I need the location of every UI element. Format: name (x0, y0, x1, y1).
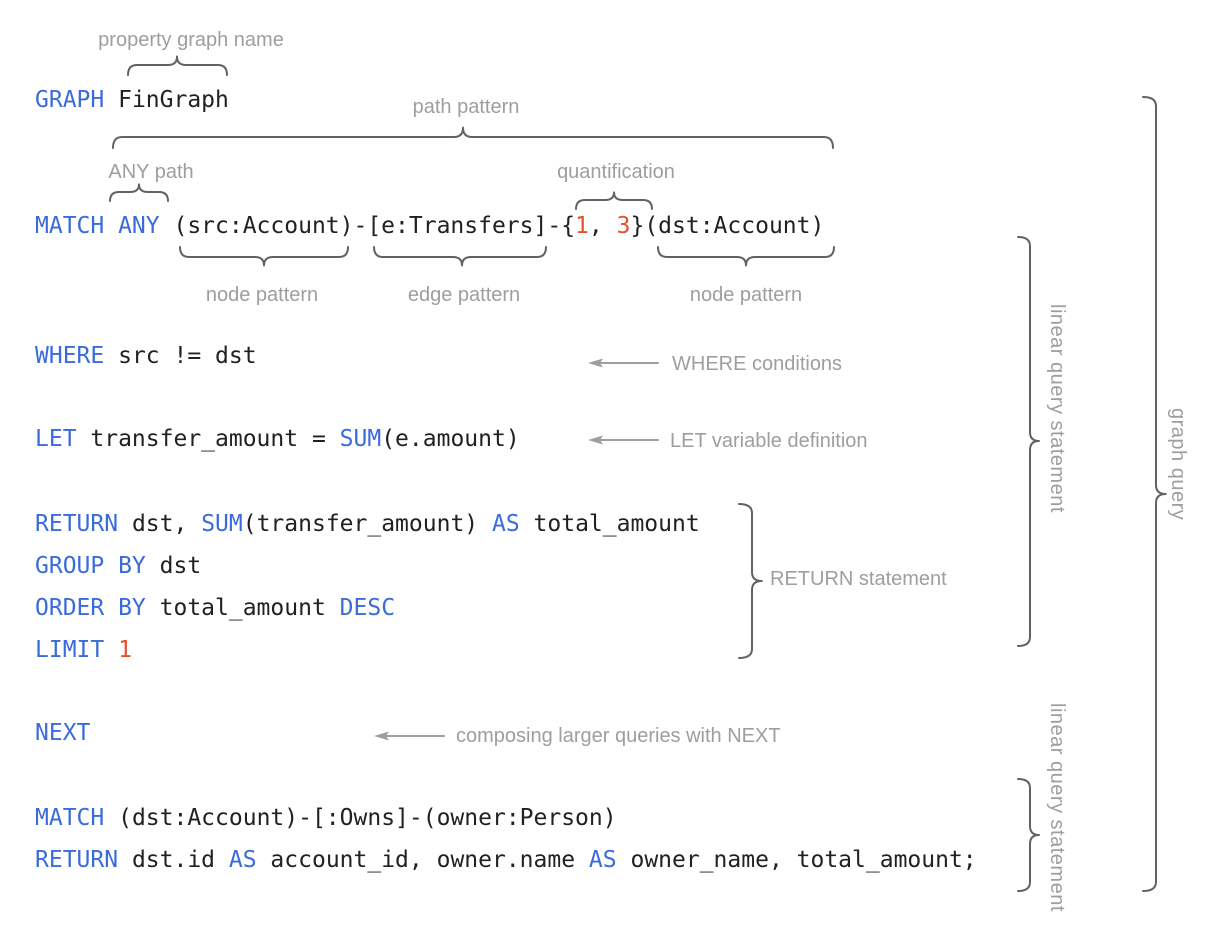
code-token: GROUP BY (35, 553, 146, 579)
label-any-path: ANY path (108, 161, 194, 183)
code-line-match-1: MATCH ANY (src:Account)-[e:Transfers]-{1… (35, 213, 824, 240)
code-token: AS (491, 511, 520, 537)
brace-linear-query-statement-2 (1017, 778, 1040, 892)
code-token: FinGraph (104, 87, 229, 113)
code-token: MATCH (35, 805, 105, 831)
code-token: RETURN (35, 511, 119, 537)
brace-graph-query (1142, 96, 1167, 892)
code-line-where: WHERE src != dst (35, 343, 257, 370)
label-property-graph-name: property graph name (98, 29, 284, 51)
next-compose-arrow-icon (374, 731, 389, 741)
code-line-match-2: MATCH (dst:Account)-[:Owns]-(owner:Perso… (35, 805, 617, 832)
code-token: SUM (339, 426, 382, 452)
brace-linear-query-statement-1 (1017, 236, 1040, 647)
code-line-return-2: RETURN dst.id AS account_id, owner.name … (35, 847, 977, 874)
brace-node-pattern-1 (179, 246, 349, 267)
code-line-group-by: GROUP BY dst (35, 553, 201, 580)
code-token: AS (588, 847, 617, 873)
code-token: total_amount (145, 595, 340, 621)
label-let-variable-definition: LET variable definition (670, 430, 868, 452)
code-token: RETURN (35, 847, 119, 873)
code-token: WHERE (35, 343, 105, 369)
label-linear-query-statement-1: linear query statement (1046, 304, 1068, 513)
code-token: dst.id (118, 847, 229, 873)
code-token: AS (228, 847, 257, 873)
label-path-pattern: path pattern (412, 96, 520, 118)
brace-return-statement (738, 503, 763, 659)
code-line-graph: GRAPH FinGraph (35, 87, 229, 114)
code-token: (src:Account)-[e:Transfers]-{ (159, 213, 576, 239)
code-token: (e.amount) (381, 426, 520, 452)
brace-path-pattern (112, 126, 834, 149)
code-token (104, 637, 118, 663)
code-token: transfer_amount = (76, 426, 340, 452)
code-line-limit: LIMIT 1 (35, 637, 132, 664)
code-line-order-by: ORDER BY total_amount DESC (35, 595, 395, 622)
brace-node-pattern-2 (657, 246, 835, 267)
code-token: src != dst (104, 343, 257, 369)
code-line-next: NEXT (35, 720, 90, 747)
label-graph-query: graph query (1167, 408, 1189, 521)
code-token: NEXT (35, 720, 91, 746)
code-line-let: LET transfer_amount = SUM(e.amount) (35, 426, 520, 453)
label-return-statement: RETURN statement (770, 568, 947, 590)
brace-quantification (575, 191, 653, 210)
code-token: MATCH ANY (35, 213, 160, 239)
let-variable-arrow-icon (588, 435, 603, 445)
code-token: total_amount (519, 511, 700, 537)
code-line-return-1: RETURN dst, SUM(transfer_amount) AS tota… (35, 511, 700, 538)
brace-edge-pattern (373, 246, 547, 267)
label-quantification: quantification (557, 161, 675, 183)
code-token: LIMIT (35, 637, 105, 663)
code-token: (dst:Account)-[:Owns]-(owner:Person) (104, 805, 617, 831)
code-token: (transfer_amount) (242, 511, 492, 537)
code-token: dst, (118, 511, 202, 537)
brace-property-graph-name (127, 55, 228, 76)
code-token: 1 (118, 637, 132, 663)
code-token: DESC (339, 595, 396, 621)
where-conditions-arrow-icon (588, 358, 603, 368)
code-token: dst (145, 553, 202, 579)
code-token: 1 (575, 213, 589, 239)
code-token: 3 (616, 213, 631, 239)
code-token: ORDER BY (35, 595, 146, 621)
label-node-pattern-1: node pattern (205, 284, 319, 306)
code-token: account_id, owner.name (256, 847, 589, 873)
label-next-compose: composing larger queries with NEXT (456, 725, 781, 747)
label-node-pattern-2: node pattern (689, 284, 803, 306)
brace-any-path (109, 183, 169, 202)
label-where-conditions: WHERE conditions (672, 353, 843, 375)
code-token: }(dst:Account) (630, 213, 825, 239)
code-token: LET (35, 426, 77, 452)
code-token: GRAPH (35, 87, 105, 113)
label-linear-query-statement-2: linear query statement (1046, 703, 1068, 912)
code-token: SUM (201, 511, 243, 537)
label-edge-pattern: edge pattern (407, 284, 521, 306)
code-token: , (588, 213, 617, 239)
code-token: owner_name, total_amount; (616, 847, 977, 873)
